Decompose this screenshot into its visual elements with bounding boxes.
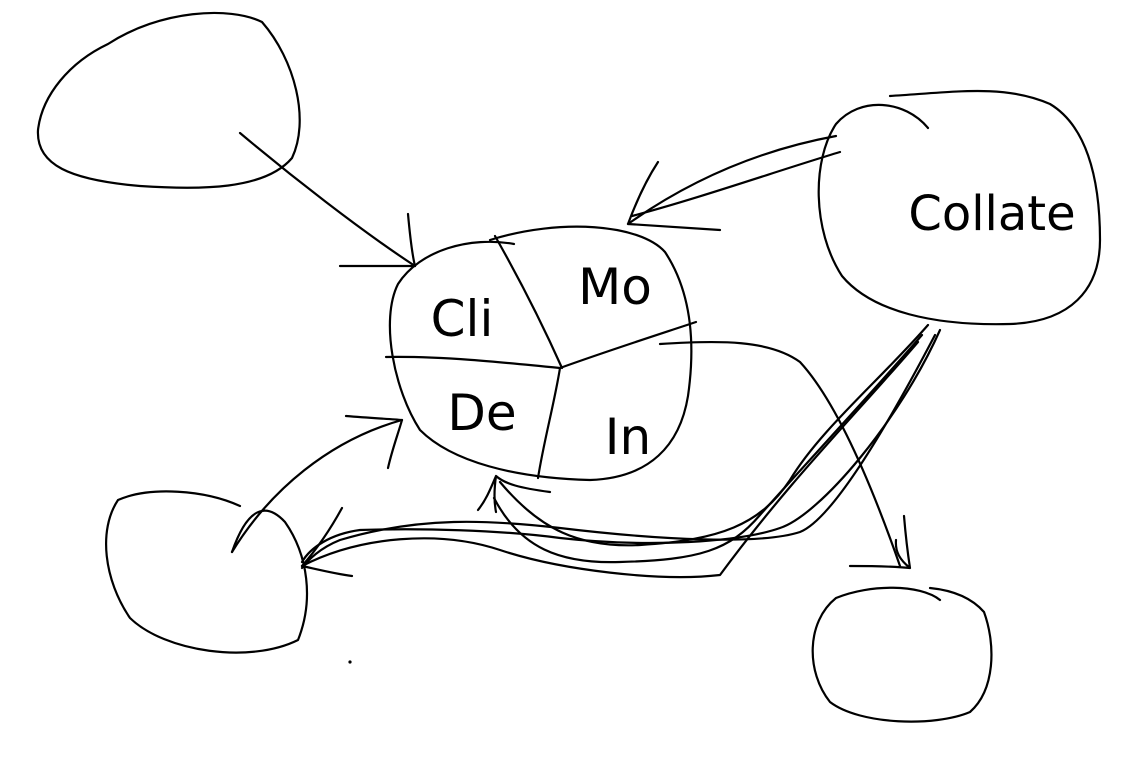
segment-label-in: In (605, 408, 651, 466)
center-divider-bottom (536, 366, 562, 480)
node-collate-outline (817, 89, 1102, 326)
bundle-line-2 (492, 333, 924, 564)
stray-dot (348, 660, 352, 664)
segment-label-mo: Mo (578, 258, 652, 316)
arrow-collate-to-bottom-bundle (300, 323, 942, 579)
arrow-collate-to-center-line-a (626, 134, 838, 226)
node-bottom-left-outline (105, 490, 309, 654)
bundle-head-bottomleft (300, 506, 354, 578)
arrow-center-to-bottomright-line (658, 340, 902, 568)
arrow-center-to-bottomright-head (848, 514, 912, 570)
node-bottom-left[interactable] (105, 490, 309, 654)
arrow-collate-to-center (626, 134, 842, 232)
node-top-left[interactable] (36, 11, 301, 189)
node-top-left-outline (36, 11, 301, 189)
node-bottom-right-outline (811, 586, 993, 723)
arrow-bottomleft-to-center-line (230, 418, 404, 554)
bundle-line-1 (498, 323, 930, 547)
node-bottom-right[interactable] (811, 586, 993, 723)
arrow-topleft-to-center-head (338, 212, 417, 268)
arrow-center-to-bottomright (658, 340, 912, 570)
bundle-head-center (476, 474, 552, 514)
bundle-line-4 (300, 340, 920, 579)
bundle-line-5 (300, 333, 937, 570)
arrow-bottomleft-to-center-head (344, 414, 404, 470)
node-collate[interactable]: Collate (817, 89, 1102, 326)
arrow-collate-to-center-head (626, 160, 722, 232)
center-divider-diagonal-top (493, 234, 564, 370)
center-divider-right (558, 320, 698, 370)
node-center-outline (388, 225, 693, 482)
node-collate-label: Collate (908, 186, 1075, 242)
arrow-topleft-to-center-line (238, 131, 417, 268)
segment-label-cli: Cli (431, 290, 494, 348)
bundle-line-3 (300, 328, 942, 564)
center-divider-horizontal-left (384, 355, 562, 370)
node-center[interactable]: Cli Mo De In (384, 225, 698, 482)
arrow-topleft-to-center (238, 131, 417, 268)
segment-label-de: De (447, 384, 516, 442)
arrow-collate-to-center-line-b (630, 150, 842, 218)
arrow-bottomleft-to-center (230, 414, 404, 554)
